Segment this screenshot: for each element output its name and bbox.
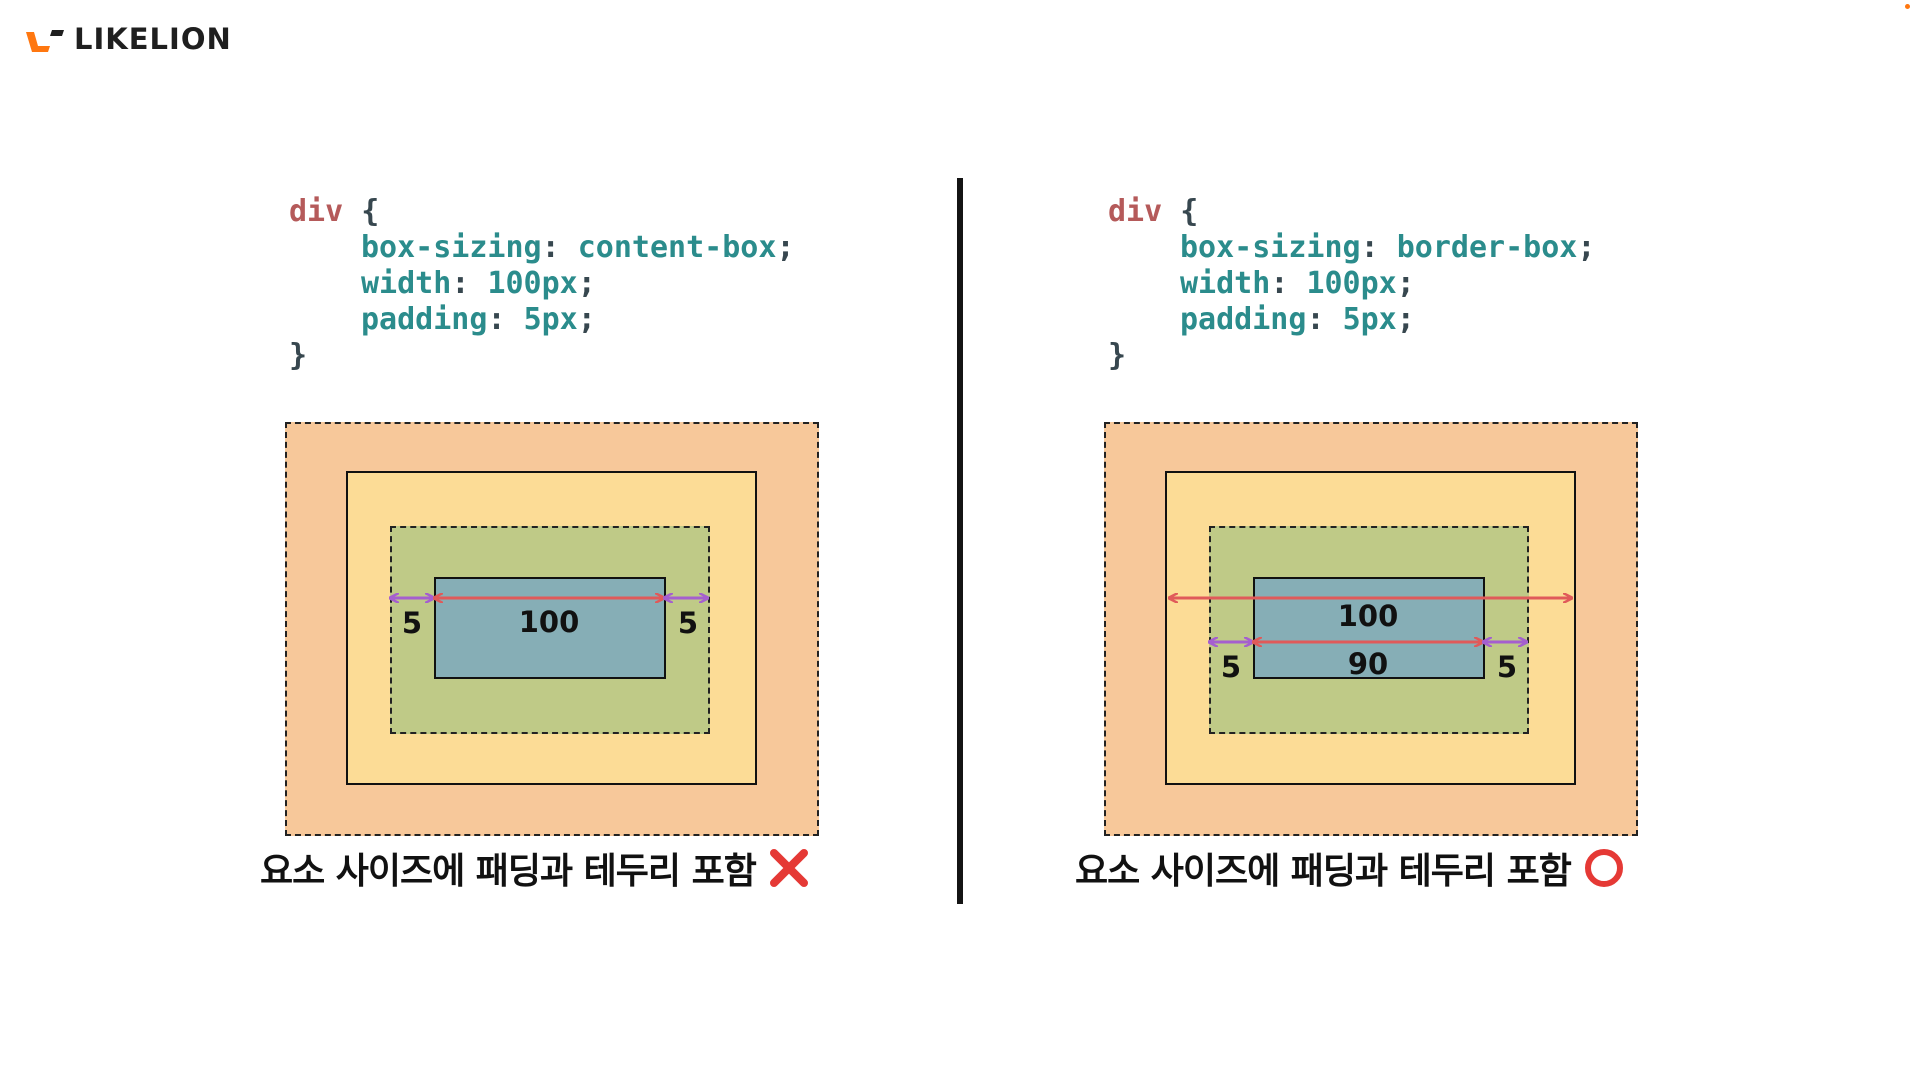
code-property: padding <box>1180 302 1307 337</box>
padding-left-label: 5 <box>1220 650 1242 684</box>
code-open-brace: { <box>361 194 380 229</box>
measure-arrows <box>1104 422 1638 836</box>
box-model-diagram-content-box: 5 100 5 <box>285 422 819 836</box>
code-value: 100px <box>1306 266 1397 301</box>
total-width-label: 100 <box>1337 599 1399 633</box>
lion-logo-icon <box>26 30 64 52</box>
code-block-content-box: div {box-sizing: content-box;width: 100p… <box>289 194 795 373</box>
code-block-border-box: div {box-sizing: border-box;width: 100px… <box>1108 194 1596 373</box>
code-value: 5px <box>523 302 578 337</box>
code-close-brace: } <box>1108 338 1127 373</box>
measure-arrows <box>285 422 819 836</box>
caption-border-box: 요소 사이즈에 패딩과 테두리 포함 <box>1075 846 1625 892</box>
code-close-brace: } <box>289 338 308 373</box>
code-selector: div <box>289 194 344 229</box>
code-property: padding <box>361 302 488 337</box>
code-value: content-box <box>577 230 777 265</box>
code-property: width <box>1180 266 1271 301</box>
code-open-brace: { <box>1180 194 1199 229</box>
box-model-diagram-border-box: 100 5 90 5 <box>1104 422 1638 836</box>
cross-mark-icon <box>769 849 808 887</box>
corner-dot <box>1905 4 1910 9</box>
padding-right-label: 5 <box>677 606 699 640</box>
caption-content-box: 요소 사이즈에 패딩과 테두리 포함 <box>260 846 810 892</box>
code-value: border-box <box>1396 230 1578 265</box>
center-divider <box>957 178 963 904</box>
code-value: 100px <box>487 266 578 301</box>
padding-left-label: 5 <box>401 606 423 640</box>
likelion-logo: LIKELION <box>24 22 232 56</box>
circle-mark-icon <box>1584 849 1623 887</box>
content-width-label: 100 <box>518 605 580 639</box>
caption-text: 요소 사이즈에 패딩과 테두리 포함 <box>260 851 757 892</box>
code-property: width <box>361 266 452 301</box>
code-property: box-sizing <box>361 230 542 265</box>
brand-name: LIKELION <box>74 22 232 56</box>
padding-right-label: 5 <box>1496 650 1518 684</box>
code-value: 5px <box>1342 302 1397 337</box>
content-width-label: 90 <box>1347 647 1389 681</box>
code-property: box-sizing <box>1180 230 1361 265</box>
code-selector: div <box>1108 194 1163 229</box>
caption-text: 요소 사이즈에 패딩과 테두리 포함 <box>1075 851 1572 892</box>
